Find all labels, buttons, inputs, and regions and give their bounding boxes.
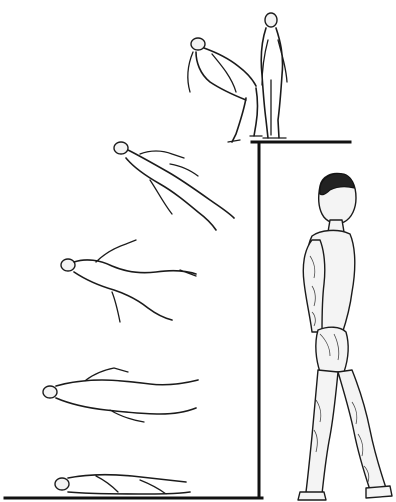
figure-standing-top [261,13,287,138]
figure-falling-2 [61,240,196,322]
figure-stepping-off [188,38,262,142]
figure-large-walking-man [298,174,392,501]
figure-falling-3 [43,368,198,422]
figure-falling-1 [114,142,234,230]
figure-landed-ground [55,475,190,494]
